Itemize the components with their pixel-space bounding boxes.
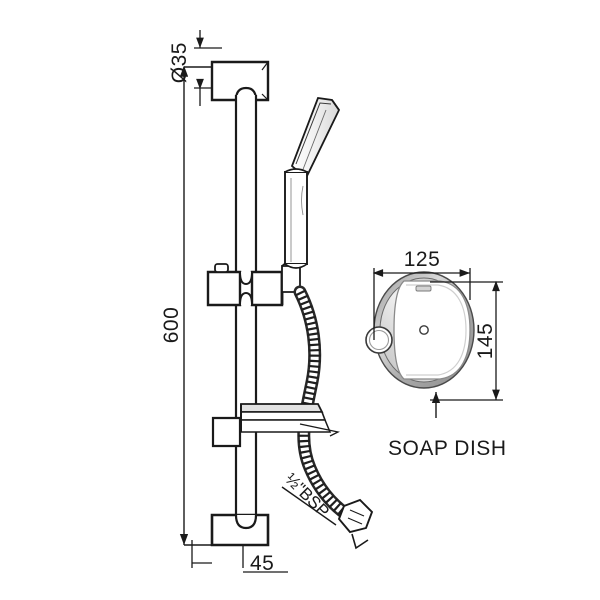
bsp-hose-nut	[337, 498, 374, 550]
hand-shower-head	[284, 97, 341, 269]
diameter-35-label: Ø35	[168, 42, 191, 83]
soap-dish-label: SOAP DISH	[388, 437, 506, 460]
length-600-label: 600	[160, 307, 183, 344]
diameter-35-dimension: Ø35	[168, 30, 222, 106]
soap-dish-tray	[211, 403, 340, 448]
length-600-dimension: 600	[160, 65, 216, 546]
soap-dish-width-label: 125	[404, 248, 441, 271]
slide-rail	[234, 95, 258, 545]
soap-dish-height-145-dimension: 145	[430, 280, 503, 401]
top-wall-bracket	[210, 60, 270, 102]
bottom-wall-bracket	[210, 513, 270, 547]
projection-45-dimension: 45	[191, 540, 288, 575]
soap-dish-width-125-dimension: 125	[372, 248, 471, 340]
projection-45-label: 45	[250, 552, 274, 575]
soap-dish-annotation: SOAP DISH	[388, 392, 506, 460]
soap-dish-plan-view	[365, 271, 475, 389]
soap-dish-height-label: 145	[474, 323, 497, 360]
